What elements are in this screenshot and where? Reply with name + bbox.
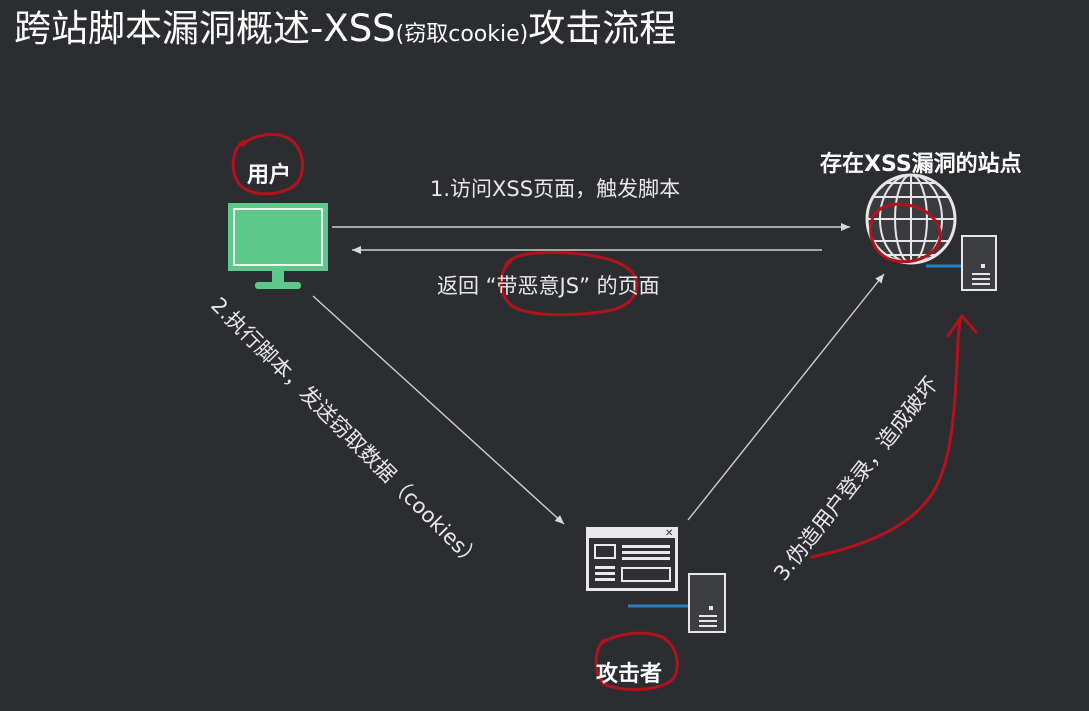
annotation-arrow-head (946, 313, 978, 338)
title-main: 跨站脚本漏洞概述-XSS (14, 7, 396, 50)
edge-step1-label: 1.访问XSS页面，触发脚本 (430, 177, 681, 201)
arrow-step2 (312, 295, 565, 525)
attacker-server-icon (628, 573, 726, 633)
annotation-circle-js (499, 251, 638, 317)
arrow-step3 (687, 273, 885, 521)
annotation-circle-attacker (594, 631, 679, 691)
server-icon (926, 235, 997, 291)
red-annotations (231, 133, 978, 691)
node-user-label: 用户 (247, 163, 292, 188)
node-attacker-label: 攻击者 (596, 662, 663, 687)
title-tail: 攻击流程 (528, 7, 677, 50)
edge-step1-return-label: 返回 “带恶意JS” 的页面 (437, 274, 660, 298)
annotation-circle-user (231, 133, 304, 196)
svg-text:✕: ✕ (665, 528, 673, 539)
browser-window-icon: ✕ (586, 527, 678, 591)
monitor-icon (228, 203, 328, 289)
node-site-label: 存在XSS漏洞的站点 (820, 152, 1022, 177)
title-paren: (窃取cookie) (395, 22, 529, 47)
slide-title: 跨站脚本漏洞概述-XSS(窃取cookie)攻击流程 (14, 4, 676, 60)
globe-icon (865, 173, 957, 265)
annotation-circle-globe (869, 202, 942, 264)
annotation-arrow (810, 318, 962, 559)
